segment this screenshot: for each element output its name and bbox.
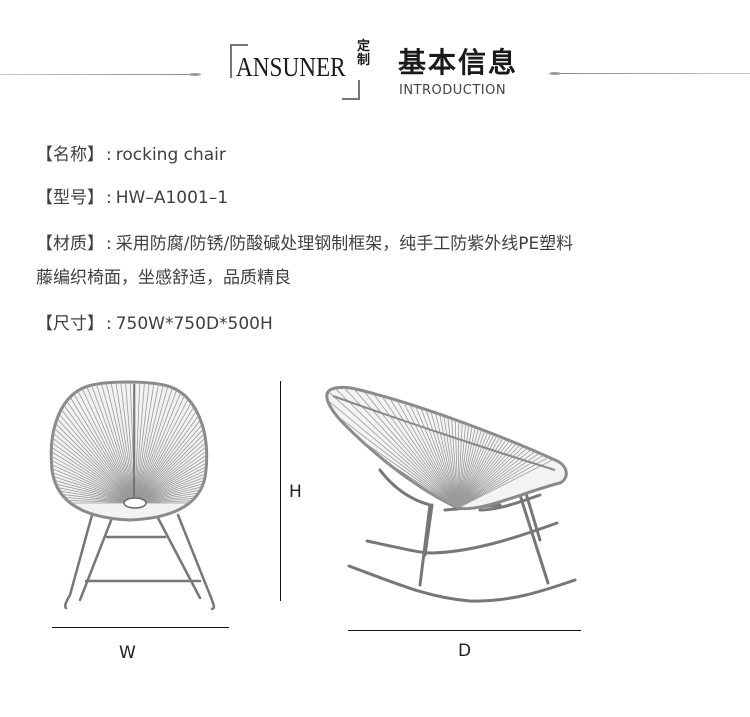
info-sep: : [106, 145, 112, 165]
info-size-row: 【尺寸】:750W*750D*500H [36, 309, 273, 334]
rule-ornament-left [189, 73, 201, 76]
rule-ornament-right [549, 72, 561, 75]
info-name-row: 【名称】:rocking chair [36, 140, 226, 165]
brand-logo: ANSUNER [236, 52, 346, 82]
info-sep: : [106, 188, 112, 208]
height-dimension-line [280, 381, 281, 601]
info-material-label: 【材质】 [36, 234, 104, 254]
brand-bracket-bottom-right [342, 80, 360, 100]
brand-suffix: 定制 [357, 39, 371, 68]
info-size-label: 【尺寸】 [36, 314, 104, 334]
width-dimension-line [52, 627, 229, 628]
width-label: W [119, 643, 136, 663]
height-label: H [289, 482, 302, 502]
info-material-row: 【材质】:采用防腐/防锈/防酸碱处理钢制框架，纯手工防紫外线PE塑料 [36, 229, 573, 254]
brand-bracket-top-left [230, 44, 248, 78]
info-sep: : [106, 234, 112, 254]
info-model-label: 【型号】 [36, 188, 104, 208]
info-material-value-line2: 藤编织椅面，坐感舒适，品质精良 [36, 268, 291, 288]
section-subtitle: INTRODUCTION [399, 83, 507, 98]
section-title: 基本信息 [398, 46, 519, 79]
header-rule-right [552, 73, 750, 74]
info-sep: : [106, 314, 112, 334]
info-size-value: 750W*750D*500H [115, 314, 273, 334]
header-rule-left [0, 74, 200, 75]
info-name-value: rocking chair [115, 145, 226, 165]
depth-dimension-line [348, 630, 581, 631]
info-model-value: HW–A1001–1 [115, 188, 229, 208]
info-model-row: 【型号】:HW–A1001–1 [36, 183, 228, 208]
depth-label: D [458, 641, 472, 661]
info-name-label: 【名称】 [36, 145, 104, 165]
info-material-value-line1: 采用防腐/防锈/防酸碱处理钢制框架，纯手工防紫外线PE塑料 [115, 234, 574, 254]
